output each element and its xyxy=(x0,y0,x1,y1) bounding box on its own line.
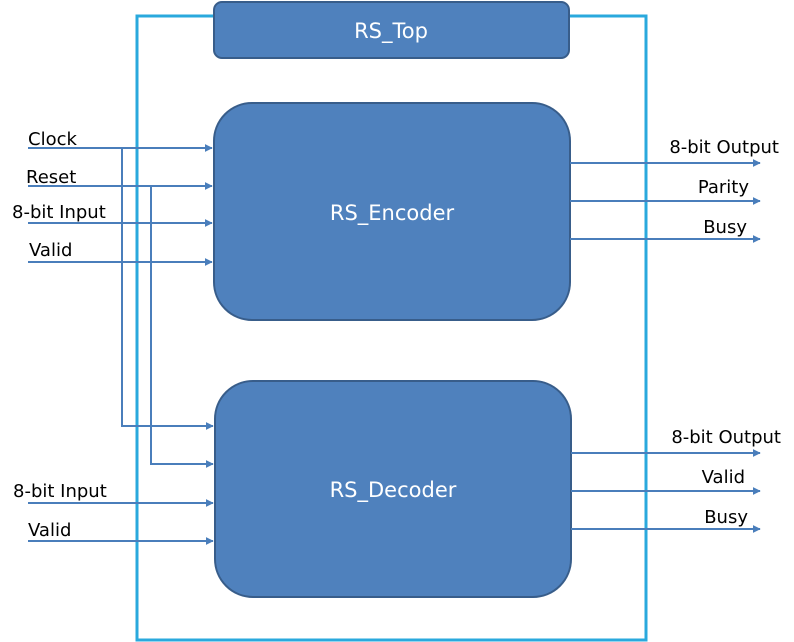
rs-top-block xyxy=(213,1,570,59)
encoder-output-label: 8-bit Output xyxy=(669,137,779,158)
decoder-output-label: 8-bit Output xyxy=(671,427,781,448)
rs-encoder-block xyxy=(213,102,571,321)
rs-decoder-block xyxy=(214,380,572,598)
encoder-output-label: Busy xyxy=(703,217,747,238)
reset-branch-to-decoder xyxy=(150,186,214,468)
clock-branch-to-decoder xyxy=(121,148,214,430)
rs-decoder-label: RS_Decoder xyxy=(330,478,457,503)
encoder-input-label: Clock xyxy=(28,129,77,150)
decoder-output-label: Busy xyxy=(704,507,748,528)
decoder-input-label: Valid xyxy=(28,520,71,541)
decoder-input-label: 8-bit Input xyxy=(13,481,107,502)
encoder-input-label: Reset xyxy=(26,167,76,188)
rs-top-label: RS_Top xyxy=(354,19,428,44)
encoder-output-label: Parity xyxy=(698,177,750,198)
encoder-input-label: Valid xyxy=(29,240,72,261)
encoder-input-label: 8-bit Input xyxy=(12,202,106,223)
rs-encoder-label: RS_Encoder xyxy=(330,201,455,226)
decoder-output-label: Valid xyxy=(702,467,745,488)
